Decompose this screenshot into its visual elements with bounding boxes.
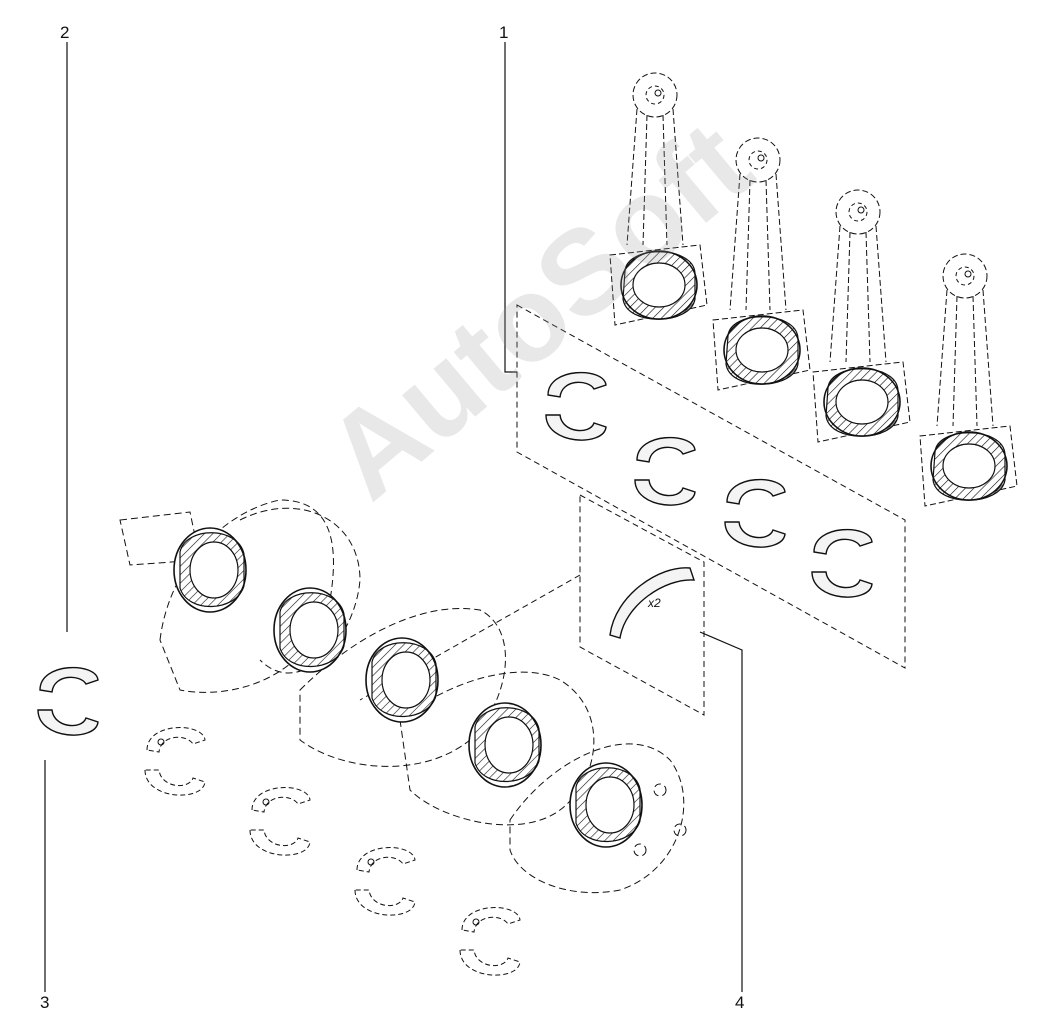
journal-bearing-1 [173,527,247,613]
group-frames [359,304,906,716]
journal-bearing-2 [273,587,347,673]
callout-1: 1 [499,23,509,42]
main-bearing-shell [37,666,99,736]
callout-3: 3 [40,993,50,1012]
thrust-washer [609,567,695,639]
big-end-shell-2 [634,436,696,506]
big-end-shell-4 [811,528,873,598]
journal-bearing-3 [365,637,439,723]
connecting-rod-4 [919,253,1018,507]
connecting-rod-1 [609,72,708,326]
main-shell-lower-4 [459,907,521,976]
quantity-note: x2 [648,596,661,610]
main-shell-lower-3 [354,847,416,916]
journal-bearing-4 [468,702,542,788]
leader-lines [44,42,743,992]
big-end-shell-3 [724,478,786,548]
callout-4: 4 [735,993,745,1012]
connecting-rod-3 [812,189,911,443]
connecting-rod-2 [712,137,811,391]
journal-bearing-5 [569,762,643,848]
big-end-shell-1 [545,371,607,441]
main-shell-lower-2 [249,787,311,856]
callout-2: 2 [60,23,70,42]
main-shell-lower-1 [144,727,206,796]
